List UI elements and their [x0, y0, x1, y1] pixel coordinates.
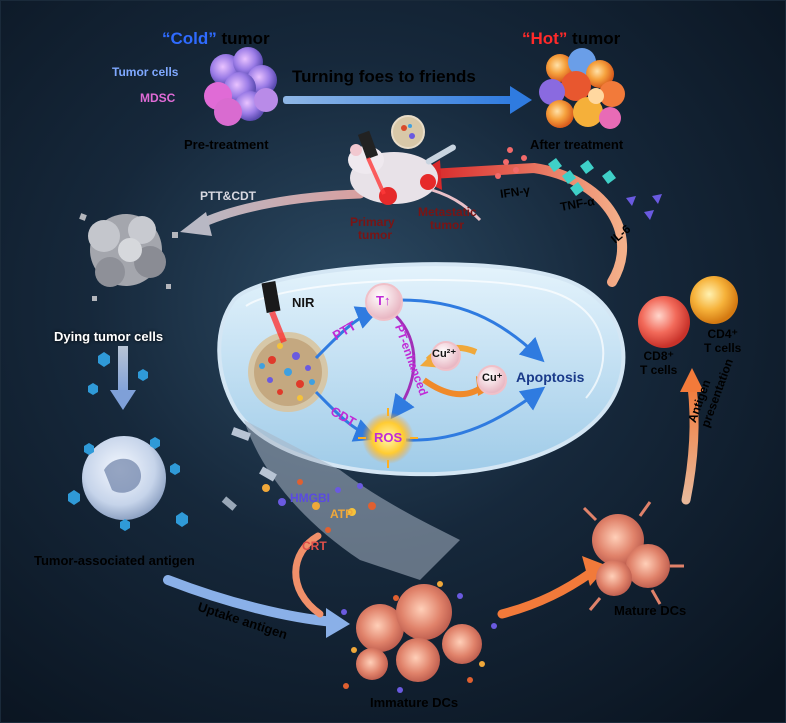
- cd8-line-2: T cells: [640, 363, 678, 377]
- primary-line-2: tumor: [358, 228, 392, 242]
- crt-label: CRT: [302, 539, 327, 553]
- immature-dc-label: Immature DCs: [370, 695, 459, 710]
- turning-arrow: [283, 86, 532, 114]
- mdsc-label: MDSC: [140, 91, 176, 105]
- metastatic-line-1: Metastatic: [418, 205, 477, 219]
- cd8-line-1: CD8⁺: [643, 349, 674, 363]
- metastatic-line-2: tumor: [430, 218, 464, 232]
- cd8-label: CD8⁺T cells: [640, 350, 677, 376]
- temperature-up-label: T↑: [376, 293, 391, 308]
- cytokine-dots: [495, 147, 662, 220]
- tumor-cells-label: Tumor cells: [112, 65, 179, 79]
- mature-dc-label: Mature DCs: [614, 603, 687, 618]
- ptt-cdt-label: PTT&CDT: [200, 189, 256, 203]
- antigen-cell: [68, 436, 188, 531]
- atp-label: ATP: [330, 507, 354, 521]
- apoptosis-label: Apoptosis: [516, 369, 585, 385]
- ros-label: ROS: [374, 430, 403, 445]
- cd4-line-1: CD4⁺: [707, 327, 738, 341]
- after-treatment-label: After treatment: [530, 137, 624, 152]
- dying-tumor-label: Dying tumor cells: [54, 329, 164, 344]
- cu2-label: Cu²⁺: [432, 348, 457, 360]
- hmgb-label: HMGBI: [290, 491, 330, 505]
- cold-tumor-cluster: [204, 47, 278, 126]
- cold-word: “Cold”: [162, 29, 217, 48]
- cold-tumor-title: “Cold” tumor: [162, 30, 270, 47]
- cold-tumor-word: tumor: [216, 29, 270, 48]
- hot-tumor-title: “Hot” tumor: [522, 30, 620, 47]
- cu1-label: Cu⁺: [482, 372, 503, 384]
- hot-tumor-word: tumor: [567, 29, 621, 48]
- mature-dc-cluster: [582, 501, 684, 611]
- dying-tumor-cluster: [79, 213, 178, 301]
- turning-foes-label: Turning foes to friends: [292, 67, 476, 86]
- damp-particles: [262, 479, 376, 533]
- nir-label: NIR: [292, 295, 315, 310]
- hot-tumor-cluster: [539, 48, 625, 129]
- nanoparticle: [248, 281, 328, 412]
- cd4-line-2: T cells: [704, 341, 742, 355]
- primary-line-1: Primary: [350, 215, 395, 229]
- hot-word: “Hot”: [522, 29, 568, 48]
- cd4-label: CD4⁺T cells: [704, 328, 741, 354]
- pre-treatment-label: Pre-treatment: [184, 137, 269, 152]
- immature-dc-cluster: [341, 581, 497, 693]
- mouse-illustration: [348, 115, 482, 222]
- t-cells: [638, 276, 738, 348]
- antigen-label: Tumor-associated antigen: [34, 553, 195, 568]
- cell-basin: [217, 262, 626, 580]
